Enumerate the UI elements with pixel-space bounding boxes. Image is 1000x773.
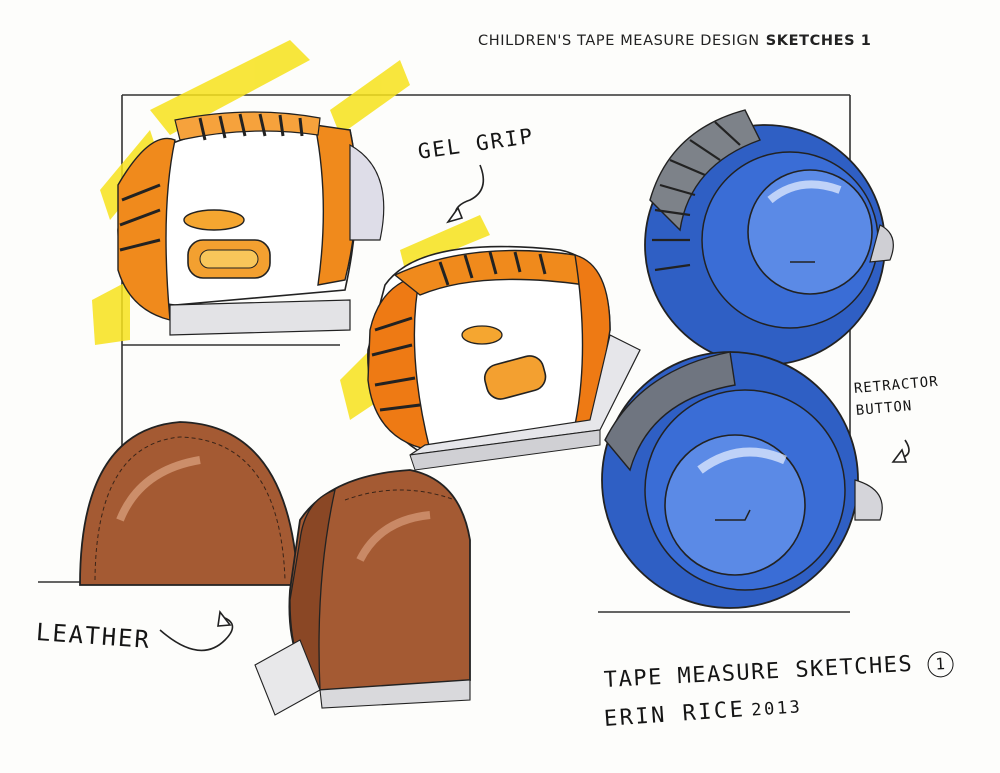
signature-year: 2013 [750,697,803,721]
header-title: CHILDREN'S TAPE MEASURE DESIGN [478,33,760,49]
leather-tape-perspective [254,469,471,716]
signature-number: 1 [927,650,955,679]
leader-arrows [159,164,910,652]
leather-tape-front [79,421,299,586]
page-header: CHILDREN'S TAPE MEASURE DESIGN SKETCHES 1 [478,33,872,49]
retractor-button-label: RETRACTOR BUTTON [853,371,941,422]
blue-tape-bottom [601,351,883,609]
blue-tape-top [644,109,894,366]
orange-tape-front [117,111,385,336]
yellow-marker-strokes [92,40,490,420]
orange-tape-perspective [367,245,641,471]
header-subtitle: SKETCHES 1 [765,33,872,49]
